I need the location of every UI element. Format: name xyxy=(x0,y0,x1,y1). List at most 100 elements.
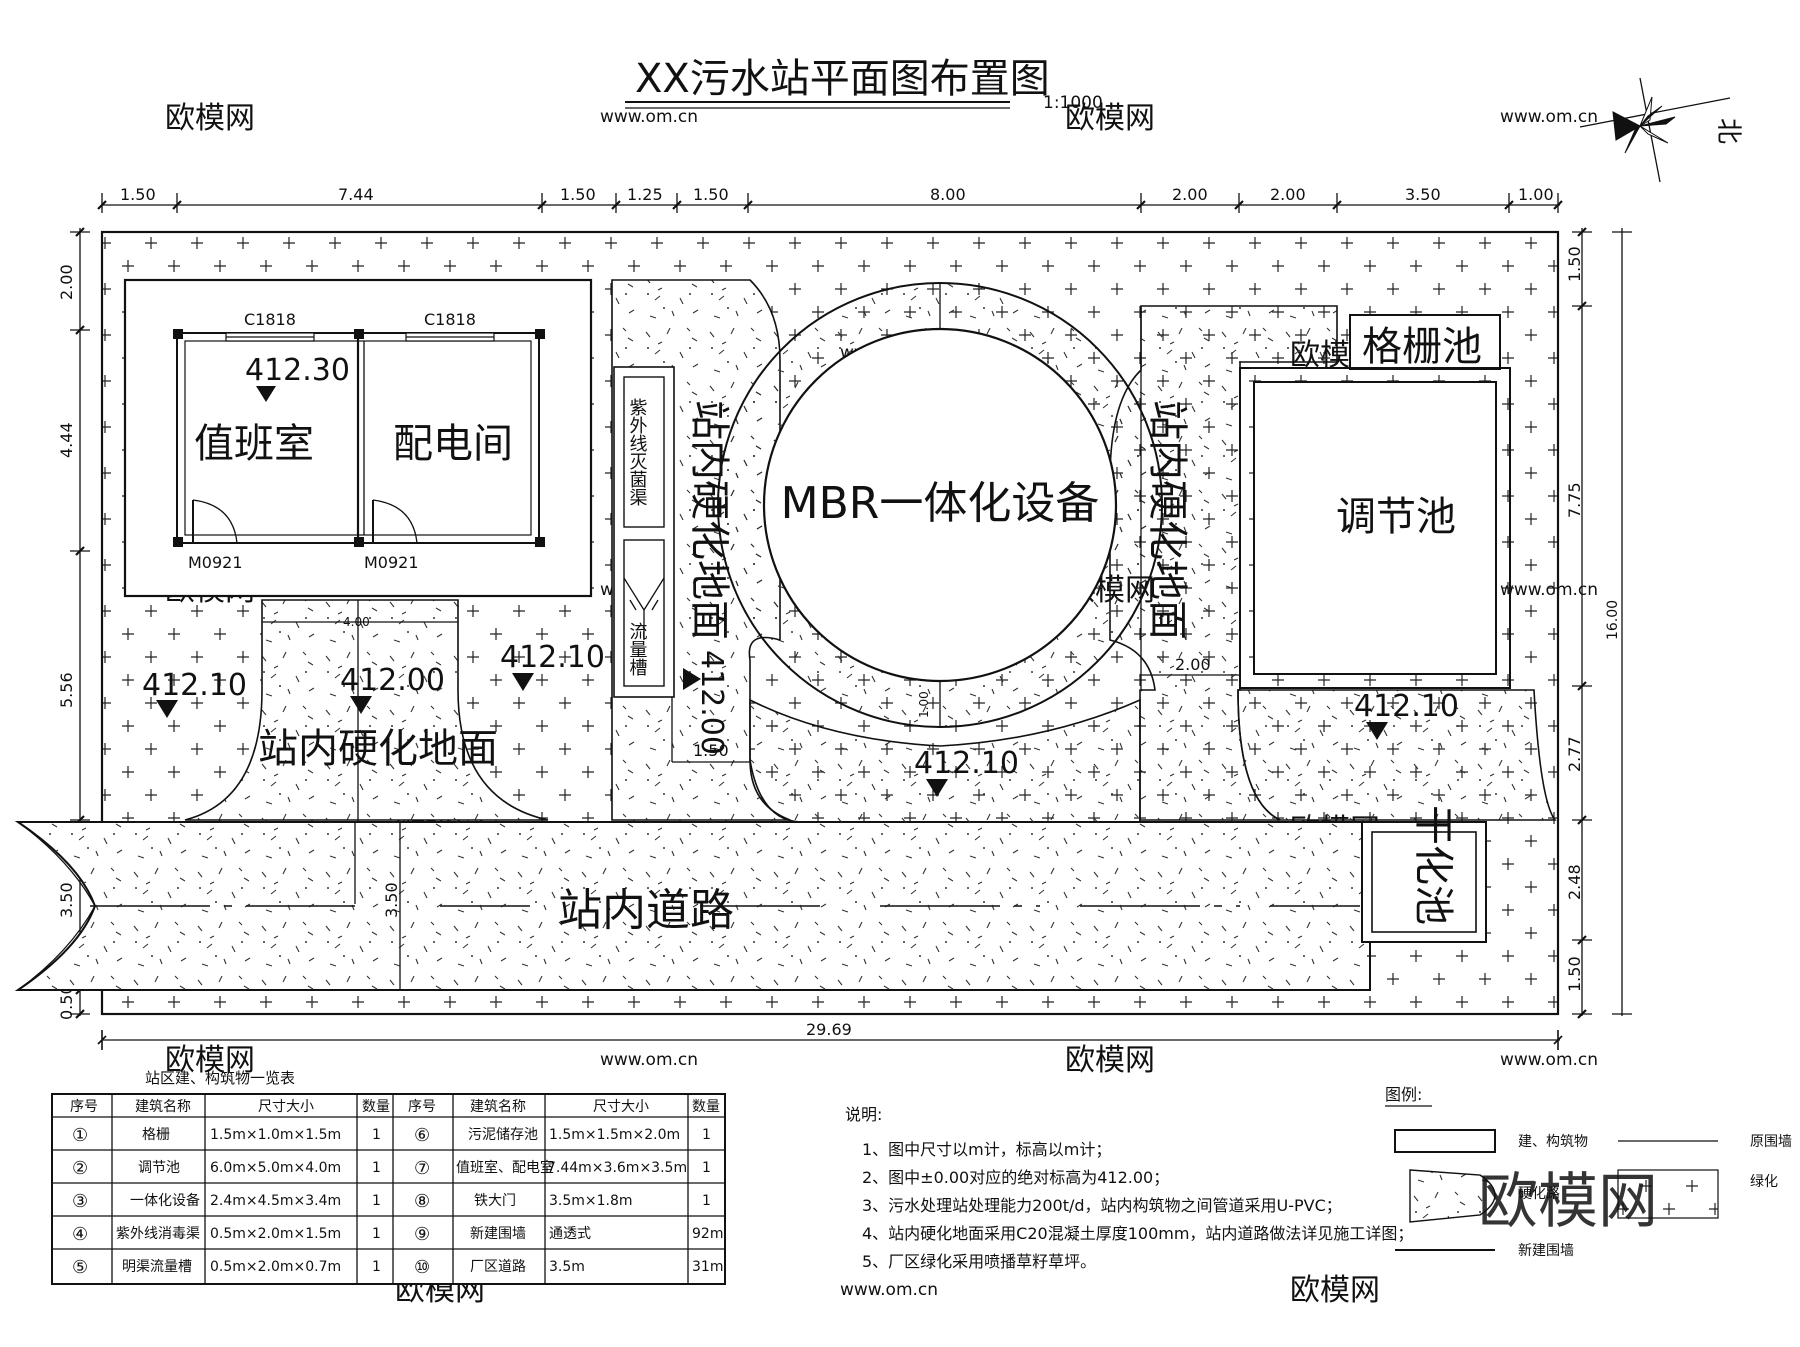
svg-text:1: 1 xyxy=(372,1160,381,1176)
elev-3: 412.10 xyxy=(500,640,605,675)
svg-text:31m: 31m xyxy=(692,1259,723,1275)
svg-text:③: ③ xyxy=(72,1191,88,1212)
legend-hard-road-label: 硬化路 xyxy=(1518,1186,1560,1202)
dim-right-2: 7.75 xyxy=(1565,482,1584,518)
hardened-ground-right-lower xyxy=(1237,689,1557,821)
elev-marker-icon xyxy=(350,696,372,714)
drawing-title: XX污水站平面图布置图 xyxy=(635,56,1050,102)
svg-text:⑨: ⑨ xyxy=(414,1224,430,1245)
note-1: 1、图中尺寸以m计，标高以m计； xyxy=(862,1140,1111,1159)
svg-text:调节池: 调节池 xyxy=(138,1160,180,1176)
watermark-url: www.om.cn xyxy=(1500,1050,1598,1070)
window-tag-2: C1818 xyxy=(424,310,476,329)
svg-text:格栅: 格栅 xyxy=(142,1127,170,1143)
dim-right-total: 16.00 xyxy=(1605,600,1621,640)
elev-1: 412.10 xyxy=(142,668,247,703)
svg-text:1: 1 xyxy=(372,1226,381,1242)
svg-text:92m: 92m xyxy=(692,1226,723,1242)
legend-green-label: 绿化 xyxy=(1750,1174,1778,1190)
adjust-pool-label: 调节池 xyxy=(1336,494,1456,540)
window-icon xyxy=(225,332,495,342)
elev-2: 412.00 xyxy=(340,663,445,698)
dim-top-9: 3.50 xyxy=(1405,185,1441,204)
dim-right-4: 2.48 xyxy=(1565,864,1584,900)
hardened-ground-bottom-mid xyxy=(749,698,1141,823)
dim-right-3: 2.77 xyxy=(1565,736,1584,772)
dim-top-10: 1.00 xyxy=(1518,185,1554,204)
svg-text:1: 1 xyxy=(702,1193,711,1209)
notes-title: 说明: xyxy=(845,1105,882,1124)
structural-columns xyxy=(173,329,545,547)
note-4: 4、站内硬化地面采用C20混凝土厚度100mm，站内道路做法详见施工详图； xyxy=(862,1224,1413,1243)
grid-pool xyxy=(1349,314,1501,370)
legend-new-wall-label: 新建围墙 xyxy=(1518,1243,1574,1259)
note-3: 3、污水处理站处理能力200t/d，站内构筑物之间管道采用U-PVC； xyxy=(862,1196,1342,1215)
table-row: ⑤ 明渠流量槽 0.5m×2.0m×0.7m 1 ⑩ 厂区道路 3.5m 31m xyxy=(72,1257,723,1278)
svg-text:0.5m×2.0m×0.7m: 0.5m×2.0m×0.7m xyxy=(210,1259,341,1275)
door-tag-1: M0921 xyxy=(188,553,243,572)
elev-marker-icon xyxy=(1366,722,1388,740)
hardened-ground-left-pattern xyxy=(184,599,549,821)
elev-marker-icon xyxy=(256,386,276,402)
table-row: ③ 一体化设备 2.4m×4.5m×3.4m 1 ⑧ 铁大门 3.5m×1.8m… xyxy=(72,1191,711,1212)
legend-building-label: 建、构筑物 xyxy=(1518,1134,1588,1150)
svg-text:1: 1 xyxy=(372,1193,381,1209)
flow-trough-label: 流量槽 xyxy=(627,622,648,676)
hardened-ground-label-right: 站内硬化地面 xyxy=(1144,400,1190,640)
th-qty-2: 数量 xyxy=(692,1099,720,1115)
table-row: ② 调节池 6.0m×5.0m×4.0m 1 ⑦ 值班室、配电室 7.44m×3… xyxy=(72,1158,711,1179)
dim-bottom-total: 29.69 xyxy=(806,1020,852,1039)
uv-channel-label: 紫外线灭菌渠 xyxy=(627,398,648,506)
watermark-brand: 欧模网 xyxy=(1065,101,1155,136)
grid-pool-label: 格栅池 xyxy=(1362,324,1482,370)
table-row: ④ 紫外线消毒渠 0.5m×2.0m×1.5m 1 ⑨ 新建围墙 通透式 92m xyxy=(72,1224,723,1245)
th-size-2: 尺寸大小 xyxy=(593,1099,649,1115)
th-index-1: 序号 xyxy=(70,1099,98,1115)
dim-right-5: 1.50 xyxy=(1565,956,1584,992)
svg-text:①: ① xyxy=(72,1125,88,1146)
bottom-dimension-ticks xyxy=(97,1030,1563,1050)
table-header-row: 序号 建筑名称 尺寸大小 数量 序号 建筑名称 尺寸大小 数量 xyxy=(70,1099,720,1115)
dim-top-1: 1.50 xyxy=(120,185,156,204)
svg-text:一体化设备: 一体化设备 xyxy=(130,1192,200,1209)
svg-text:1: 1 xyxy=(702,1160,711,1176)
note-2: 2、图中±0.00对应的绝对标高为412.00； xyxy=(862,1168,1169,1187)
watermark-brand: 欧模网 xyxy=(1065,1043,1155,1078)
road-label: 站内道路 xyxy=(558,885,734,936)
svg-text:⑩: ⑩ xyxy=(414,1257,430,1278)
dim-left-4: 3.50 xyxy=(57,882,76,918)
north-arrow-icon xyxy=(1579,77,1731,183)
table-title: 站区建、构筑物一览表 xyxy=(145,1069,295,1087)
dry-pool xyxy=(1371,831,1477,933)
elev-5: 412.10 xyxy=(914,746,1019,781)
dim-left-5: 0.50 xyxy=(57,984,76,1020)
svg-text:值班室、配电室: 值班室、配电室 xyxy=(456,1159,554,1176)
north-label: 北 xyxy=(1713,118,1743,144)
dim-gap-4: 4.00 xyxy=(343,615,370,629)
top-dimension-chain xyxy=(97,193,1563,213)
structures-table xyxy=(51,1093,726,1285)
svg-text:⑧: ⑧ xyxy=(414,1191,430,1212)
elev-marker-icon xyxy=(683,668,701,690)
watermark-url: www.om.cn xyxy=(1500,107,1598,127)
svg-text:2.4m×4.5m×3.4m: 2.4m×4.5m×3.4m xyxy=(210,1193,341,1209)
mbr-label: MBR一体化设备 xyxy=(781,478,1100,529)
elev-4: 412.00 xyxy=(694,650,729,755)
dim-top-6: 8.00 xyxy=(930,185,966,204)
watermark-url: www.om.cn xyxy=(600,1050,698,1070)
dim-left-2: 4.44 xyxy=(57,422,76,458)
duty-room-label: 值班室 xyxy=(194,421,314,467)
door-tag-2: M0921 xyxy=(364,553,419,572)
dim-left-1: 2.00 xyxy=(57,264,76,300)
svg-text:厂区道路: 厂区道路 xyxy=(470,1259,526,1275)
dim-2-00: 2.00 xyxy=(1175,655,1211,674)
dim-top-7: 2.00 xyxy=(1172,185,1208,204)
watermark-brand: 欧模网 xyxy=(1290,1273,1380,1308)
dim-top-4: 1.25 xyxy=(627,185,663,204)
window-tag-1: C1818 xyxy=(244,310,296,329)
dim-right-1: 1.50 xyxy=(1565,246,1584,282)
svg-text:④: ④ xyxy=(72,1224,88,1245)
th-index-2: 序号 xyxy=(408,1099,436,1115)
svg-text:1: 1 xyxy=(702,1127,711,1143)
